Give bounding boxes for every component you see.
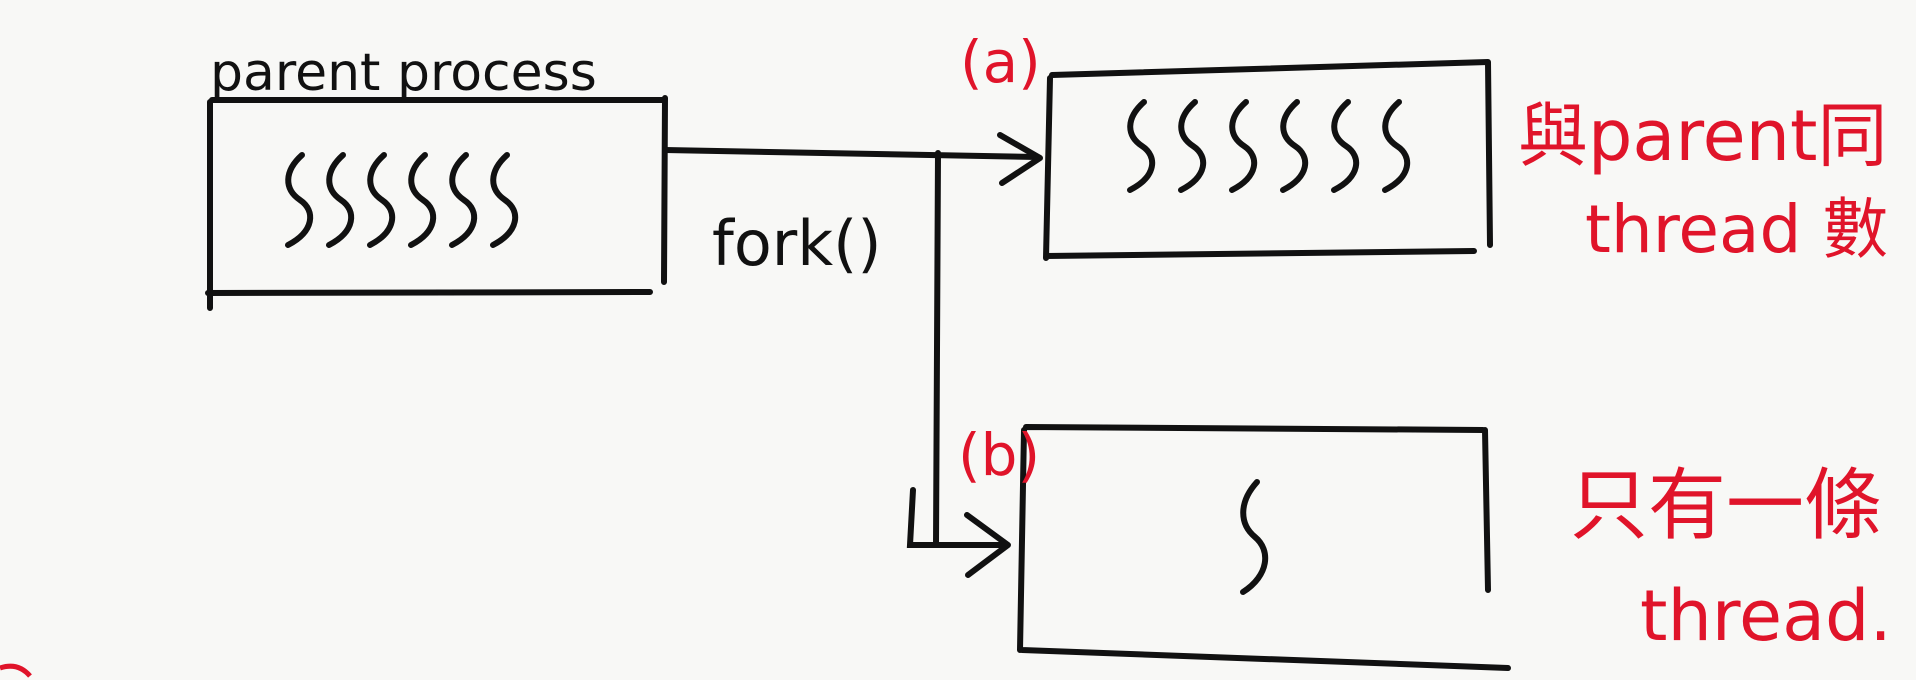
- option-a-label: (a): [960, 28, 1041, 96]
- fork-call-label: fork(): [712, 207, 882, 280]
- parent-process-label: parent process: [210, 43, 597, 103]
- child-b-thread-group: [1240, 479, 1269, 595]
- parent-thread-group: [285, 152, 519, 248]
- note-a-line2: thread 數: [1585, 191, 1888, 268]
- note-b-line1: 只有一條: [1570, 461, 1882, 551]
- child-a-thread-4: [1280, 99, 1309, 193]
- edge-red-mark: [0, 663, 32, 678]
- child-a-thread-1: [1127, 99, 1156, 193]
- child-a-thread-3: [1229, 99, 1258, 193]
- child-a-thread-group: [1127, 99, 1411, 193]
- parent-thread-1: [285, 152, 314, 248]
- option-b-label: (b): [958, 421, 1040, 489]
- parent-thread-6: [490, 152, 519, 248]
- parent-thread-2: [326, 152, 355, 248]
- parent-process-box: [205, 95, 668, 311]
- parent-thread-5: [449, 152, 478, 248]
- fork-arrows: [662, 132, 1043, 578]
- child-b-thread-1: [1240, 479, 1269, 595]
- parent-thread-3: [367, 152, 396, 248]
- child-b-box: [1017, 424, 1511, 671]
- child-a-thread-5: [1331, 99, 1360, 193]
- child-a-thread-2: [1178, 99, 1207, 193]
- note-a-line1: 與parent同: [1518, 95, 1887, 177]
- parent-thread-4: [408, 152, 437, 248]
- child-a-box: [1043, 59, 1493, 261]
- child-a-thread-6: [1382, 99, 1411, 193]
- note-b-line2: thread.: [1640, 575, 1892, 657]
